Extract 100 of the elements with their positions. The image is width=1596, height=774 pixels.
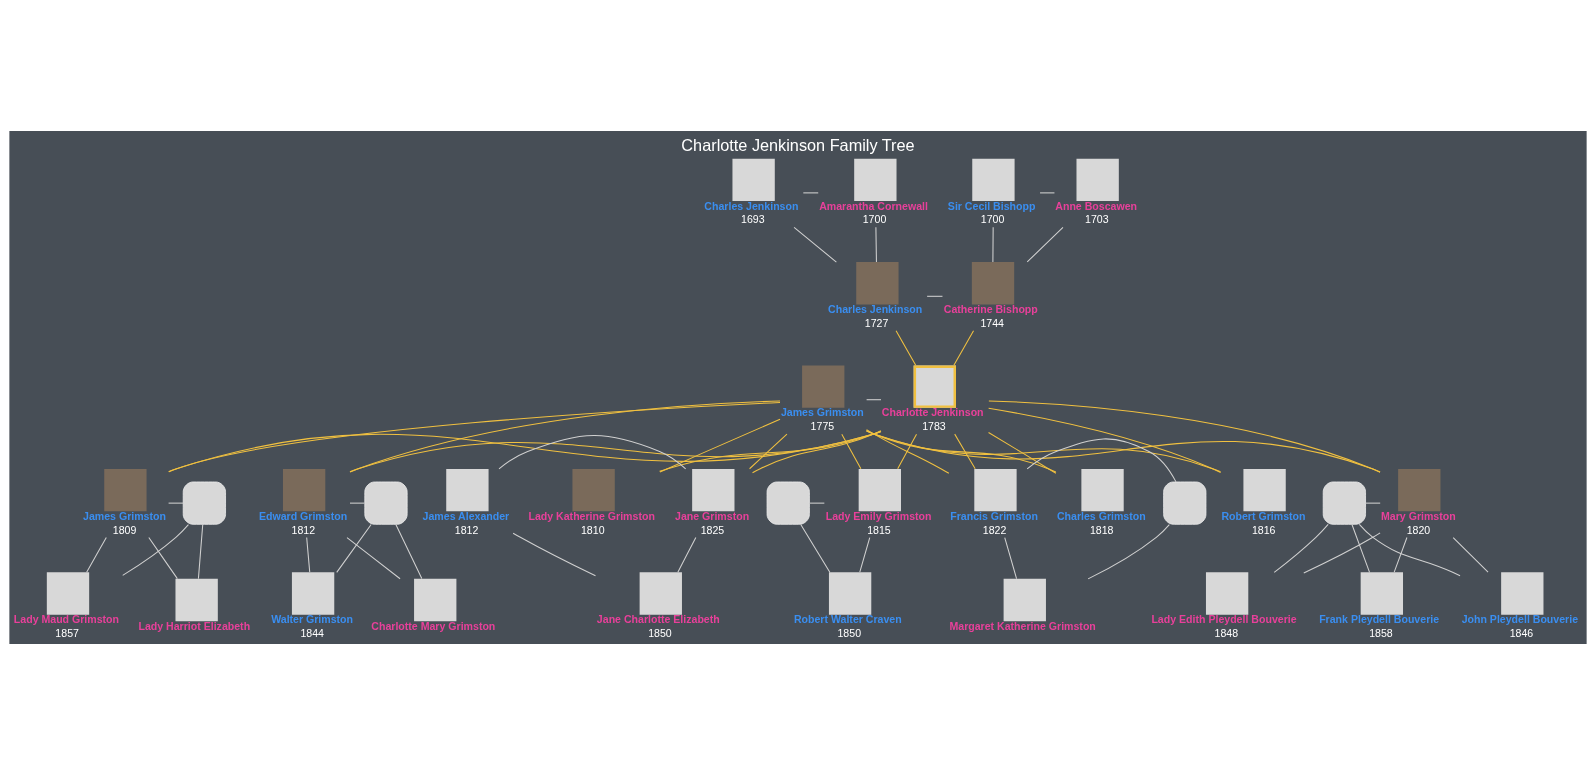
connector xyxy=(1026,226,1064,262)
node-box xyxy=(1205,571,1249,615)
connector xyxy=(306,536,311,573)
connector xyxy=(197,523,204,579)
node-box xyxy=(639,571,682,615)
node-label: Mary Grimston xyxy=(1381,509,1456,522)
node-label: 1700 xyxy=(862,212,887,225)
node-label: 1810 xyxy=(580,523,605,536)
connector xyxy=(954,433,976,469)
node-box xyxy=(104,468,147,511)
node-label: James Grimston xyxy=(780,405,864,418)
connector xyxy=(1039,191,1055,193)
node-box xyxy=(1501,571,1544,615)
node-label: Charles Grimston xyxy=(1056,509,1146,522)
node-person xyxy=(766,481,810,525)
connector xyxy=(1273,523,1329,573)
node-box xyxy=(175,578,218,621)
connector xyxy=(512,532,596,576)
node-label: 1703 xyxy=(1085,212,1109,225)
connector xyxy=(859,536,871,573)
node-label: Sir Cecil Bishopp xyxy=(947,199,1036,211)
node-box xyxy=(802,365,845,408)
node-label: 1816 xyxy=(1251,523,1276,536)
connector xyxy=(1358,523,1461,576)
connector xyxy=(1026,437,1177,482)
node-label: Walter Grimston xyxy=(271,612,354,625)
node-label: Lady Katherine Grimston xyxy=(528,509,655,522)
connector xyxy=(395,523,423,579)
node-box xyxy=(854,158,897,201)
node-box xyxy=(732,158,775,201)
connector xyxy=(498,434,687,469)
node-label: 1727 xyxy=(864,316,889,329)
connector xyxy=(988,407,1222,473)
connector xyxy=(659,430,882,472)
node-label: Charlotte Jenkinson xyxy=(881,405,984,418)
node-label: 1822 xyxy=(982,523,1007,536)
node-box xyxy=(1398,468,1441,511)
connector xyxy=(1004,536,1018,579)
node-label: 1848 xyxy=(1214,626,1239,639)
connector xyxy=(1452,536,1489,573)
connector xyxy=(349,430,882,472)
node-box xyxy=(971,261,1015,304)
node-label: Charles Jenkinson xyxy=(704,199,799,211)
node-label: Robert Grimston xyxy=(1221,509,1306,522)
connector xyxy=(659,418,781,473)
node-label: 1820 xyxy=(1406,523,1431,536)
connector xyxy=(1087,523,1170,579)
node-box xyxy=(856,261,899,304)
node-label: 1857 xyxy=(55,626,79,639)
node-label: 1844 xyxy=(300,626,325,639)
node-box xyxy=(1243,468,1286,511)
node-person xyxy=(364,481,408,525)
connector xyxy=(1365,502,1381,504)
node-label: Charles Jenkinson xyxy=(828,302,923,315)
connector xyxy=(866,398,882,400)
node-box xyxy=(1360,571,1403,615)
connector xyxy=(349,400,781,472)
connector xyxy=(168,502,184,504)
node-box xyxy=(974,468,1017,511)
node-box xyxy=(446,468,489,511)
connector xyxy=(1351,523,1371,573)
connector xyxy=(992,226,994,262)
node-box xyxy=(1081,468,1124,511)
node-label: 1693 xyxy=(741,212,765,225)
node-label: 1812 xyxy=(291,523,316,536)
node-label: Margaret Katherine Grimston xyxy=(949,619,1096,632)
connector xyxy=(148,536,178,579)
connector xyxy=(875,226,877,262)
node-box xyxy=(1076,158,1119,201)
node-label: James Alexander xyxy=(422,509,510,522)
node-box xyxy=(46,571,90,615)
connector xyxy=(122,523,189,576)
node-label: Frank Pleydell Bouverie xyxy=(1319,612,1440,625)
node-label: Lady Emily Grimston xyxy=(825,509,932,522)
node-label: 1846 xyxy=(1509,626,1534,639)
node-label: Anne Boscawen xyxy=(1055,199,1138,211)
connector xyxy=(897,433,918,469)
connector xyxy=(988,431,1057,474)
connector xyxy=(895,329,917,366)
connector xyxy=(677,536,697,573)
connector xyxy=(336,523,372,573)
node-label: 1850 xyxy=(648,626,672,639)
connector xyxy=(865,429,1057,473)
node-label: 1825 xyxy=(700,523,725,536)
node-label: Robert Walter Craven xyxy=(793,612,902,625)
node-box xyxy=(692,468,735,511)
node-box xyxy=(291,571,335,615)
node-label: Lady Harriot Elizabeth xyxy=(138,619,251,632)
node-label: Francis Grimston xyxy=(950,509,1038,522)
node-label: Lady Edith Pleydell Bouverie xyxy=(1151,612,1297,625)
connector xyxy=(866,428,950,474)
diagram-title: Charlotte Jenkinson Family Tree xyxy=(681,135,915,154)
connector xyxy=(926,295,943,297)
connector xyxy=(802,191,819,193)
node-label: Charlotte Mary Grimston xyxy=(371,619,496,632)
node-label: 1858 xyxy=(1369,626,1393,639)
connector xyxy=(841,433,862,469)
connector xyxy=(793,226,837,263)
node-box xyxy=(858,468,901,511)
connector xyxy=(953,329,975,366)
